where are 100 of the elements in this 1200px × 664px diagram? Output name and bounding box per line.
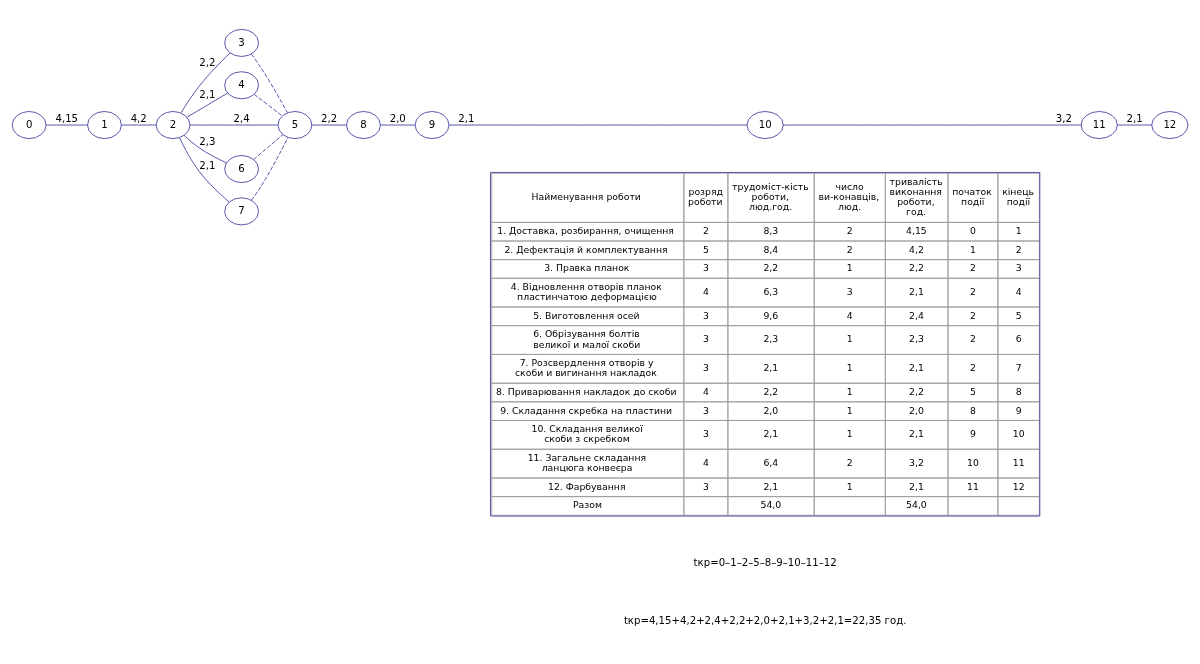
label: 2,3 — [763, 333, 779, 345]
label: 4 — [702, 286, 709, 298]
label: 10. Складання великої скоби з скребком — [531, 423, 643, 445]
label: 7 — [1015, 362, 1022, 374]
label: 2,1 — [909, 362, 924, 374]
label: Разом — [572, 499, 602, 511]
label: 54,0 — [906, 499, 927, 511]
label: 11 — [967, 480, 979, 492]
label: 2,4 — [909, 309, 924, 321]
label: 6,4 — [763, 457, 779, 468]
label: 6 — [1015, 333, 1022, 345]
label: 2 — [1015, 243, 1022, 255]
label: 1 — [846, 385, 853, 397]
label: 4 — [702, 457, 709, 468]
label: 1 — [969, 243, 976, 255]
label: 3 — [1015, 262, 1022, 274]
label: 2,2 — [909, 262, 924, 274]
label: 3. Правка планок — [544, 262, 630, 274]
label: 2,2 — [763, 385, 779, 397]
label: 1 — [846, 333, 853, 345]
label: 7. Розсвердлення отворів у скоби и вигинання накладок — [515, 357, 657, 379]
label: 3 — [702, 262, 709, 274]
label: 9 — [1015, 404, 1022, 416]
label: тривалість виконання роботи, год. — [889, 175, 943, 218]
label: початок події — [952, 186, 992, 208]
label: 0 — [969, 225, 976, 237]
label: 10 — [967, 457, 979, 468]
label: 9. Складання скребка на пластини — [500, 404, 673, 416]
label: 3 — [702, 404, 709, 416]
label: 2,1 — [909, 480, 924, 492]
edge-label: 4,15 — [55, 113, 79, 125]
label: 2,0 — [909, 404, 924, 416]
edge-label: 2,1 — [458, 113, 475, 125]
label: 4,15 — [906, 225, 927, 237]
label: 54,0 — [760, 499, 782, 511]
label: 10 — [1012, 428, 1025, 440]
label: 1 — [846, 262, 853, 274]
label: 5. Виготовлення осей — [533, 309, 640, 321]
label: 2 — [969, 333, 976, 345]
edge-label: 2,1 — [1126, 113, 1143, 125]
label: 2 — [969, 262, 976, 274]
edge-label: 2,2 — [199, 57, 216, 69]
label: 3,2 — [909, 457, 924, 468]
edge-label: 2,3 — [199, 136, 216, 148]
label: 12. Фарбування — [548, 480, 626, 492]
label: 3 — [846, 286, 853, 298]
label: Найменування роботи — [531, 191, 641, 203]
label: 2,0 — [763, 404, 779, 416]
label: 2 — [969, 309, 976, 321]
label: 3 — [702, 428, 709, 440]
label: 3 — [702, 309, 709, 321]
label: tкр=4,15+4,2+2,4+2,2+2,0+2,1+3,2+2,1=22,35 год. — [623, 614, 907, 626]
edge-label: 4,2 — [130, 113, 147, 125]
label: розряд роботи — [688, 186, 723, 208]
label: 2,3 — [909, 333, 924, 345]
label: 8 — [1015, 385, 1022, 397]
edge-label: 2,0 — [389, 113, 406, 125]
label: tкр=0–1–2–5–8–9–10–11–12 — [693, 557, 837, 569]
edge-label: 2,4 — [233, 113, 250, 125]
label: 8,4 — [763, 243, 779, 255]
edge-label: 2,2 — [321, 113, 338, 125]
label: 2 — [969, 362, 976, 374]
label: 12 — [1012, 480, 1025, 492]
label: 11. Загальне складання ланцюга конвеєра — [527, 451, 647, 474]
label: 3 — [702, 362, 709, 374]
label: 2 — [702, 225, 709, 237]
label: 2 — [846, 243, 853, 255]
label: 2,2 — [763, 262, 779, 274]
label: 2. Дефектація й комплектування — [504, 243, 668, 255]
label: 2,1 — [763, 362, 779, 374]
label: 5 — [702, 243, 709, 255]
label: 1 — [1015, 225, 1022, 237]
label: 8,3 — [763, 225, 779, 237]
label: 3 — [702, 333, 709, 345]
label: 2,1 — [909, 286, 924, 298]
label: 1 — [846, 480, 853, 492]
edge-label: 2,1 — [199, 159, 216, 171]
label: 3 — [702, 480, 709, 492]
label: 1. Доставка, розбирання, очищення — [497, 225, 674, 237]
label: 11 — [1012, 457, 1025, 468]
label: 6. Обрізування болтів великої и малої скоби — [533, 328, 641, 350]
label: 1 — [846, 404, 853, 416]
label: 4 — [1015, 286, 1022, 298]
label: 2,1 — [763, 428, 779, 440]
label: число ви-конавців, люд. — [818, 181, 880, 213]
label: 5 — [1015, 309, 1022, 321]
label: 2,1 — [763, 480, 779, 492]
label: 4 — [846, 309, 853, 321]
label: кінець події — [1002, 186, 1034, 208]
label: 5 — [969, 385, 976, 397]
label: 1 — [846, 428, 853, 440]
label: 2 — [846, 225, 853, 237]
label: 2 — [969, 286, 976, 298]
label: 4 — [702, 385, 709, 397]
label: 9 — [969, 428, 976, 440]
label: трудоміст-кість роботи, люд.год. — [732, 181, 809, 213]
edge-label: 2,1 — [199, 88, 216, 100]
label: 8. Приварювання накладок до скоби — [495, 385, 677, 397]
label: 8 — [969, 404, 976, 416]
label: 9,6 — [763, 309, 779, 321]
